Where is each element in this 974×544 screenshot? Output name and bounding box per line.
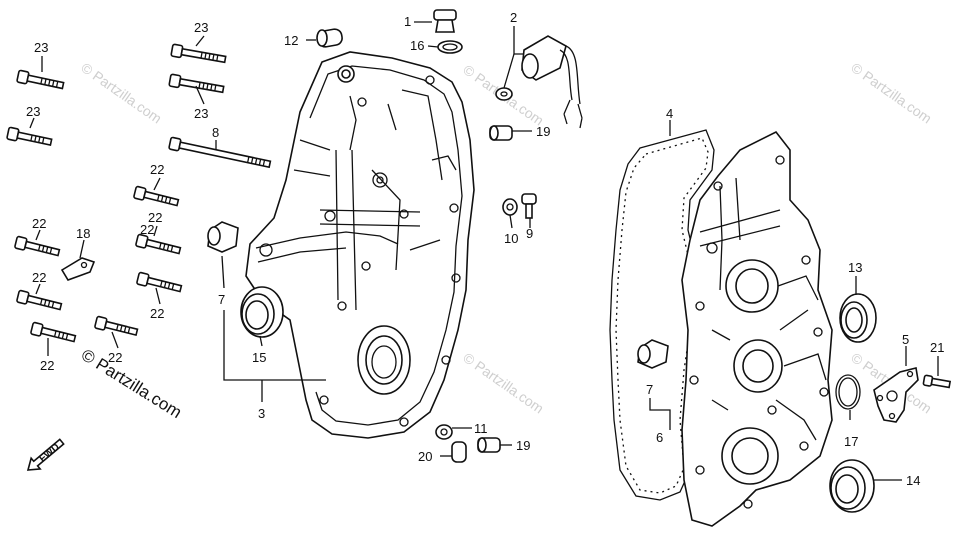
bolt: [168, 73, 225, 94]
bolt: [136, 271, 183, 293]
callout-18: 18: [76, 226, 90, 241]
callout-23: 23: [194, 106, 208, 121]
callout-22: 22: [32, 270, 46, 285]
bolt: [922, 374, 952, 389]
leader-lines: [29, 21, 939, 481]
callout-8: 8: [212, 125, 219, 140]
bolt: [30, 321, 77, 343]
callout-22: 22: [40, 358, 54, 373]
bolt: [135, 233, 182, 255]
left-case-cover: [245, 51, 475, 439]
callout-23: 23: [34, 40, 48, 55]
callout-7: 7: [646, 382, 653, 397]
long-bolt: [168, 136, 272, 169]
callout-19: 19: [536, 124, 550, 139]
watermark: © Partzilla.com: [460, 349, 546, 416]
callout-14: 14: [906, 473, 920, 488]
callout-22: 22: [150, 306, 164, 321]
callout-23: 23: [194, 20, 208, 35]
callout-21: 21: [930, 340, 944, 355]
callout-15: 15: [252, 350, 266, 365]
callout-20: 20: [418, 449, 432, 464]
callout-22: 22: [108, 350, 122, 365]
callout-11: 11: [474, 421, 488, 436]
callout-22: 22: [150, 162, 164, 177]
bolt: [16, 289, 63, 311]
callout-23: 23: [26, 104, 40, 119]
callout-22: 22: [148, 210, 162, 225]
oil-seal: [829, 459, 875, 513]
dowel-pin: [207, 221, 239, 253]
clip-part: [60, 257, 96, 281]
callout-9: 9: [526, 226, 533, 241]
callout-19: 19: [516, 438, 530, 453]
bolt: [14, 235, 61, 257]
callout-labels: 23 23 23 23 8 22 22 22 22 22 22 22 22 18…: [26, 10, 944, 488]
callout-12: 12: [284, 33, 298, 48]
gasket: [609, 129, 715, 501]
oil-seal: [240, 286, 284, 338]
callout-22: 22: [140, 222, 154, 237]
copyright-text: © Partzilla.com: [78, 345, 185, 422]
watermark: © Partzilla.com: [848, 59, 934, 126]
bolt: [133, 185, 180, 207]
callout-3: 3: [258, 406, 265, 421]
small-parts-top: [316, 9, 583, 463]
right-case: [681, 130, 833, 527]
callout-13: 13: [848, 260, 862, 275]
callout-1: 1: [404, 14, 411, 29]
fwd-arrow: FWD: [26, 438, 65, 471]
bolt: [94, 315, 139, 337]
retainer-plate: [873, 367, 919, 423]
bolts-left: [6, 43, 272, 343]
bolt: [170, 43, 227, 64]
callout-4: 4: [666, 106, 673, 121]
callout-16: 16: [410, 38, 424, 53]
callout-7: 7: [218, 292, 225, 307]
callout-10: 10: [504, 231, 518, 246]
callout-6: 6: [656, 430, 663, 445]
oil-seal: [839, 293, 877, 343]
o-ring: [835, 374, 861, 410]
callout-2: 2: [510, 10, 517, 25]
bolt: [16, 69, 65, 90]
dowel-pin: [637, 339, 669, 369]
callout-5: 5: [902, 332, 909, 347]
watermark: © Partzilla.com: [78, 59, 164, 126]
callout-17: 17: [844, 434, 858, 449]
callout-22: 22: [32, 216, 46, 231]
bolt: [6, 126, 53, 147]
